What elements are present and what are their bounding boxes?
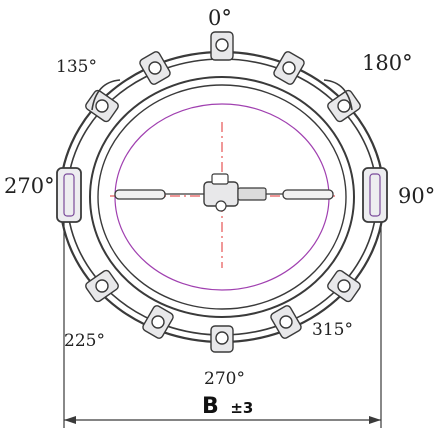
angle-label-upper-right: 180° [362,51,413,75]
clamp-upper-right [273,51,305,85]
left-hinge [56,167,82,223]
clamp-top [210,31,234,61]
right-lifting-lug [323,79,353,111]
clamp-lower-left [142,305,174,339]
angle-label-upper-left: 135° [56,57,97,77]
clamp-right-lower [327,269,361,303]
left-handle-bar [114,189,166,200]
hub-pivot [215,200,227,212]
dimension-symbol: B [202,394,219,419]
cover-rim [89,76,355,318]
angle-label-lower-right: 315° [312,320,353,340]
dimension-arrow-right [369,416,381,424]
angle-label-bottom: 270° [204,369,245,389]
cover-rim-inner-edge [97,84,347,310]
left-lifting-lug [91,79,121,111]
clamp-bottom [210,325,234,353]
angle-label-lower-left: 225° [64,331,105,351]
hub-top-knob [211,173,229,185]
clamp-upper-left [139,51,171,85]
dimension-tolerance: ±3 [230,399,253,417]
angle-label-right: 90° [398,184,435,208]
angle-label-top: 0° [208,6,232,30]
clamp-lower-right [270,305,302,339]
clamp-left-upper [85,89,119,123]
right-handle-bar [282,189,334,200]
dimension-arrow-left [64,416,76,424]
left-hinge-inner [63,173,75,217]
right-hinge-inner [369,173,381,217]
clamp-left-lower [85,269,119,303]
right-hinge [362,167,388,223]
clamp-right-upper [327,89,361,123]
swing-bolt-clamps [85,31,361,353]
hub-screw-assembly [237,187,267,201]
angle-label-left: 270° [4,174,55,198]
dimension-label: B ±3 [202,394,253,419]
